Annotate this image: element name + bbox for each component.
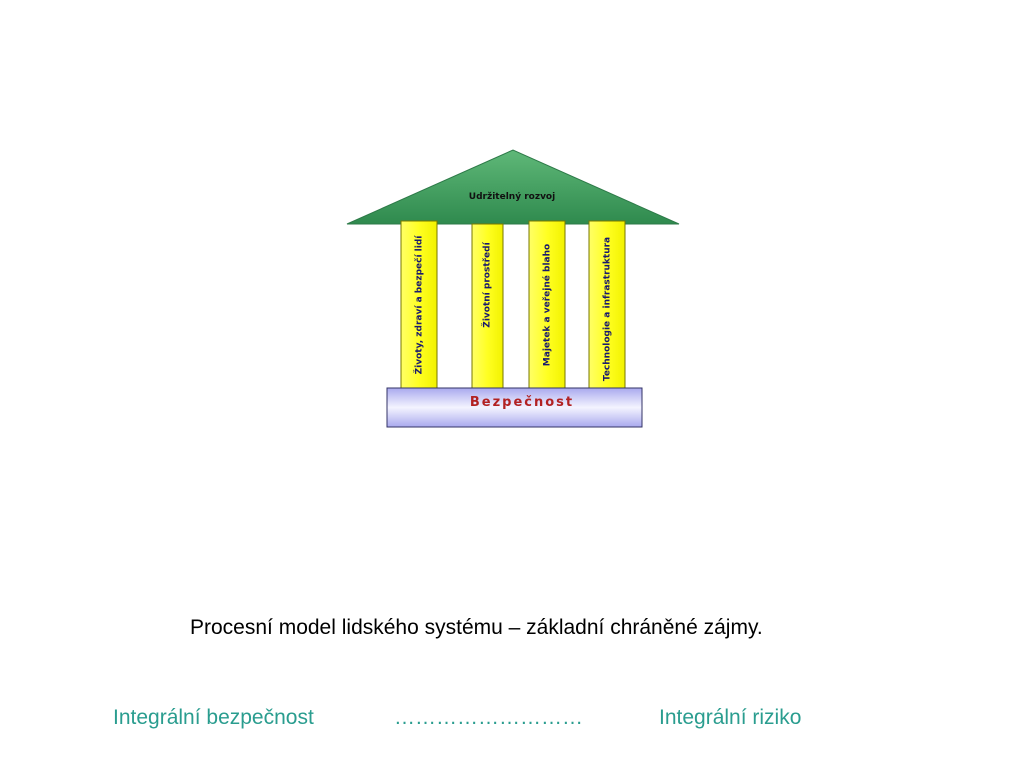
pillar-label: Majetek a veřejné blaho	[542, 244, 553, 366]
footer-link-integral-risk[interactable]: Integrální riziko	[659, 706, 802, 729]
pillar-label: Technologie a infrastruktura	[603, 237, 613, 381]
diagram-caption: Procesní model lidského systému – základ…	[190, 616, 763, 639]
pillar-label: Životy, zdraví a bezpečí lidí	[413, 235, 425, 375]
pillar-1: Životy, zdraví a bezpečí lidí	[400, 220, 438, 389]
base-block	[386, 387, 643, 428]
footer-dots: ………………………	[394, 706, 583, 729]
pillar-label: Životní prostředí	[481, 241, 493, 327]
roof-label: Udržitelný rozvoj	[469, 192, 555, 202]
pillar-3: Majetek a veřejné blaho	[528, 220, 566, 389]
roof	[346, 149, 680, 225]
pillar-4: Technologie a infrastruktura	[588, 220, 626, 389]
base-label: Bezpečnost	[470, 395, 574, 410]
pillar-2: Životní prostředí	[471, 223, 504, 389]
footer-link-integral-safety[interactable]: Integrální bezpečnost	[113, 706, 314, 729]
